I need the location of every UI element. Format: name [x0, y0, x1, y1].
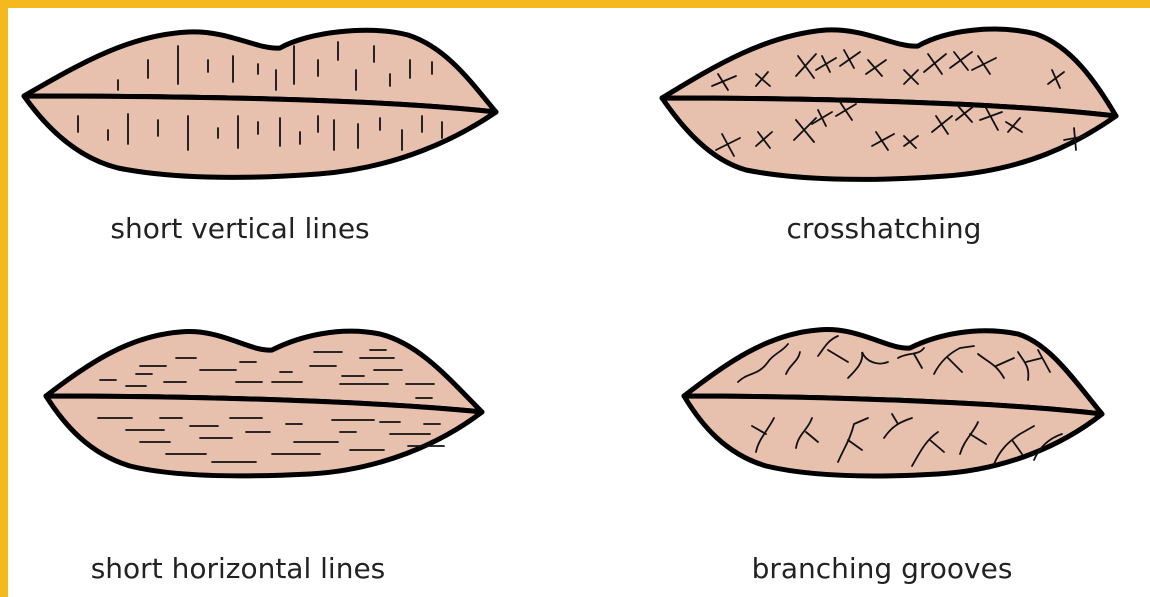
lips-vertical-lines [18, 20, 508, 185]
lower-lip [24, 96, 496, 177]
caption-crosshatching: crosshatching [674, 212, 1094, 245]
lips-horizontal-lines [40, 322, 490, 482]
lips-crosshatching [656, 20, 1126, 185]
caption-short-horizontal-lines: short horizontal lines [28, 552, 448, 585]
lips-branching-grooves [678, 322, 1110, 482]
caption-short-vertical-lines: short vertical lines [30, 212, 450, 245]
caption-branching-grooves: branching grooves [672, 552, 1092, 585]
lower-lip [46, 396, 482, 476]
